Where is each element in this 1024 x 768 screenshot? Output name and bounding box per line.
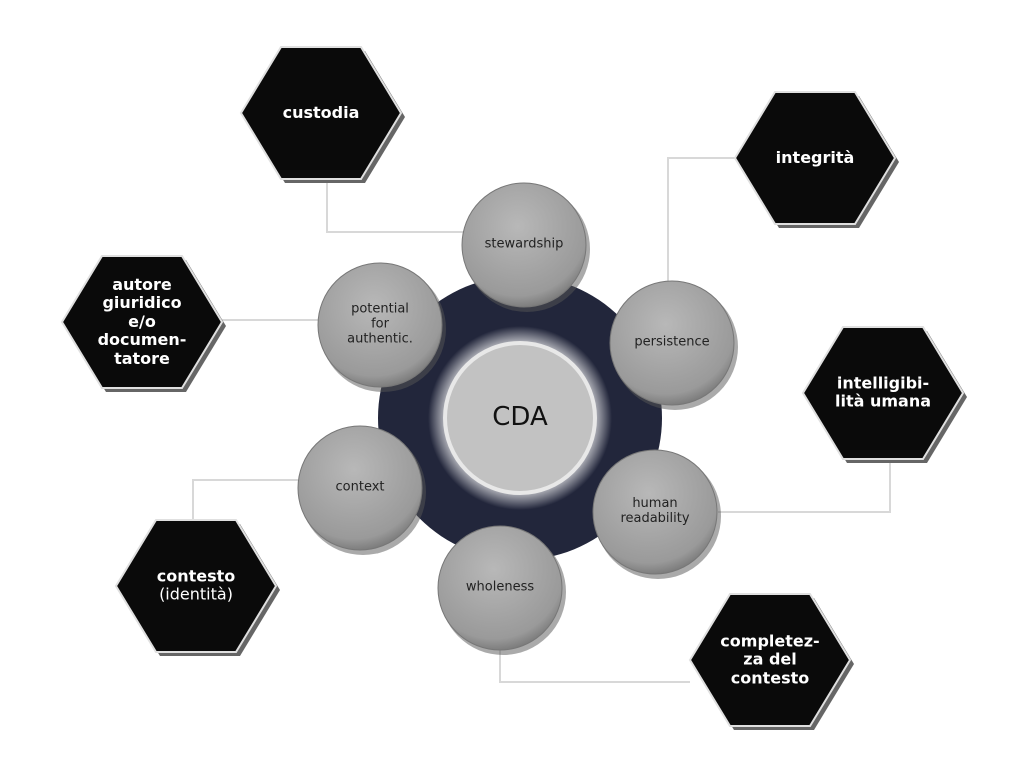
label-line: stewardship — [484, 236, 564, 252]
connector-integrita — [667, 157, 735, 285]
label-line: integrità — [775, 147, 855, 167]
label-line: autore — [112, 275, 172, 295]
property-circle-human-readability — [592, 449, 718, 575]
connector-contesto — [192, 479, 298, 520]
label-line: custodia — [282, 102, 360, 122]
connector-custodia — [326, 180, 465, 233]
label-line: contesto — [730, 668, 810, 688]
property-label-wholeness: wholeness — [465, 579, 535, 596]
label-line: for — [371, 316, 389, 332]
concept-hexagon-completezza — [688, 593, 852, 727]
concept-label-intelligibilita: intelligibi-lità umana — [834, 373, 932, 412]
label-line: potential — [351, 301, 409, 317]
property-label-context: context — [335, 479, 385, 496]
property-circle-context — [297, 425, 423, 551]
label-line: intelligibi- — [836, 373, 930, 393]
cda-circle — [443, 341, 597, 495]
property-circle-potential-for-authentic — [317, 262, 443, 388]
cda-label: CDA — [492, 402, 548, 433]
label-line: documen- — [97, 330, 187, 350]
label-subline: (identità) — [159, 585, 233, 604]
label-line: authentic. — [347, 331, 413, 347]
label-line: contesto — [156, 566, 236, 586]
property-label-persistence: persistence — [634, 334, 710, 351]
label-line: tatore — [114, 348, 170, 368]
concept-hexagon-intelligibilita — [801, 326, 965, 460]
label-line: za del — [743, 649, 797, 669]
label-line: lità umana — [834, 392, 932, 411]
label-line: persistence — [634, 334, 710, 350]
property-label-stewardship: stewardship — [484, 236, 564, 253]
concept-hexagon-integrita — [733, 91, 897, 225]
connector-completezza — [499, 650, 690, 683]
concept-label-custodia: custodia — [282, 102, 360, 122]
label-line: human — [632, 496, 678, 512]
concept-hexagon-contesto — [114, 519, 278, 653]
concept-label-contesto: contesto(identità) — [156, 566, 236, 605]
property-circle-stewardship — [461, 182, 587, 308]
property-circle-persistence — [609, 280, 735, 406]
connector-intelligibilita — [718, 460, 891, 513]
label-line: e/o — [128, 311, 156, 331]
label-line: wholeness — [465, 579, 535, 595]
label-line: giuridico — [102, 293, 182, 313]
concept-hexagon-autore — [60, 255, 224, 389]
connectors — [192, 157, 891, 683]
label-line: context — [335, 479, 385, 495]
label-line: completez- — [720, 631, 820, 651]
property-circle-wholeness — [437, 525, 563, 651]
concept-label-integrita: integrità — [775, 147, 855, 167]
label-line: readability — [620, 511, 690, 526]
concept-hexagon-custodia — [239, 46, 403, 180]
